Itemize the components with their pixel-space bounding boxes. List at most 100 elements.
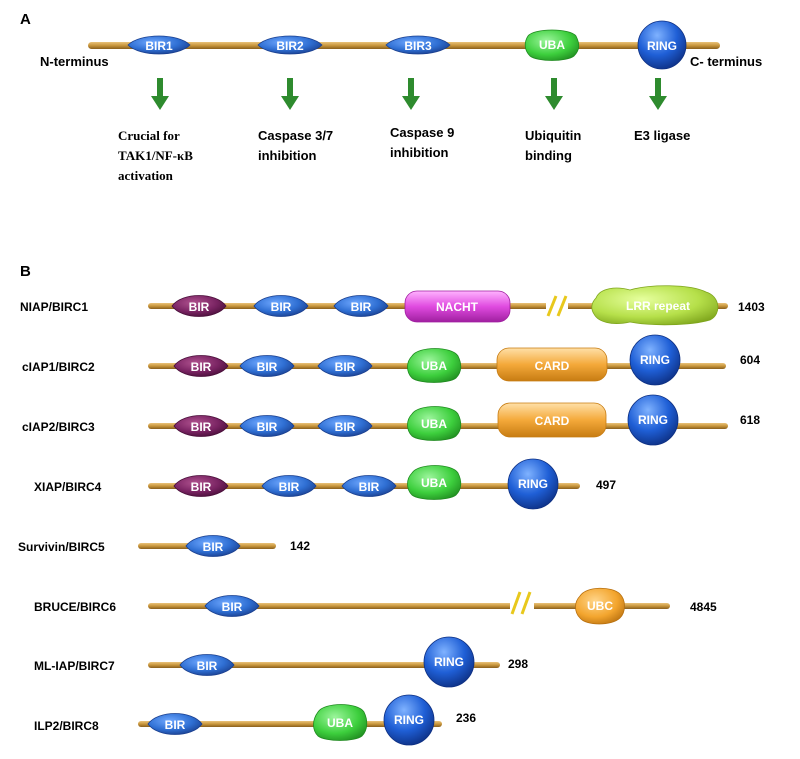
protein-row-birc1: NIAP/BIRC1 BIR BIR BIR NACHT LRR repeat … — [20, 285, 765, 326]
sequence-break-icon — [510, 591, 534, 615]
svg-text:UBA: UBA — [421, 476, 447, 490]
svg-text:CARD: CARD — [535, 414, 570, 428]
svg-text:BIR: BIR — [197, 659, 218, 673]
arrow-bir2 — [281, 78, 299, 110]
backbone — [148, 603, 670, 609]
domain-bir3: BIR3 — [385, 35, 451, 55]
protein-row-birc6: BRUCE/BIRC6 BIR UBC 4845 — [34, 587, 717, 625]
domain-bir: BIR — [333, 295, 389, 317]
protein-name: XIAP/BIRC4 — [34, 480, 102, 494]
domain-bir2: BIR2 — [257, 35, 323, 55]
domain-bir: BIR — [317, 415, 373, 437]
n-terminus-label: N-terminus — [40, 54, 109, 69]
protein-length: 604 — [740, 353, 760, 367]
domain-ubc: UBC — [575, 587, 625, 625]
svg-text:UBA: UBA — [421, 417, 447, 431]
panel-a-label: A — [20, 11, 31, 28]
domain-uba: UBA — [407, 348, 462, 383]
panel-b-label: B — [20, 263, 31, 280]
domain-bir: BIR — [179, 654, 235, 676]
svg-text:BIR: BIR — [222, 600, 243, 614]
protein-length: 618 — [740, 413, 760, 427]
domain-bir: BIR — [341, 475, 397, 497]
svg-text:RING: RING — [518, 477, 548, 491]
protein-length: 142 — [290, 539, 310, 553]
protein-length: 1403 — [738, 300, 765, 314]
domain-bir: BIR — [147, 713, 203, 735]
domain-bir3-label: BIR3 — [404, 39, 432, 53]
domain-card: CARD — [496, 347, 608, 382]
svg-text:LRR repeat: LRR repeat — [626, 299, 690, 313]
protein-length: 4845 — [690, 600, 717, 614]
svg-text:BIR: BIR — [359, 480, 380, 494]
domain-ring-label: RING — [647, 39, 677, 53]
protein-name: cIAP1/BIRC2 — [22, 360, 95, 374]
domain-uba: UBA — [524, 29, 580, 61]
domain-bir1-label: BIR1 — [145, 39, 173, 53]
protein-length: 298 — [508, 657, 528, 671]
protein-row-birc4: XIAP/BIRC4 BIR BIR BIR UBA RING 497 — [34, 458, 616, 510]
svg-text:BIR: BIR — [279, 480, 300, 494]
domain-bir: BIR — [173, 475, 229, 497]
protein-row-birc8: ILP2/BIRC8 BIR UBA RING 236 — [34, 694, 476, 746]
domain-bir: BIR — [185, 535, 241, 557]
domain-uba: UBA — [407, 406, 462, 441]
domain-bir1: BIR1 — [127, 35, 191, 55]
arrow-uba — [545, 78, 563, 110]
backbone — [148, 662, 500, 668]
svg-text:BIR: BIR — [191, 420, 212, 434]
svg-text:BIR: BIR — [189, 300, 210, 314]
svg-text:BIR: BIR — [335, 360, 356, 374]
domain-ring: RING — [627, 394, 679, 446]
domain-bir: BIR — [173, 415, 229, 437]
svg-text:UBA: UBA — [421, 359, 447, 373]
protein-row-birc2: cIAP1/BIRC2 BIR BIR BIR UBA CARD RING 60… — [22, 334, 760, 386]
domain-bir: BIR — [171, 295, 227, 317]
domain-ring: RING — [383, 694, 435, 746]
domain-bir: BIR — [261, 475, 317, 497]
domain-ring: RING — [629, 334, 681, 386]
domain-bir: BIR — [239, 415, 295, 437]
protein-name: NIAP/BIRC1 — [20, 300, 88, 314]
svg-text:BIR: BIR — [271, 300, 292, 314]
svg-text:BIR: BIR — [191, 480, 212, 494]
domain-bir: BIR — [173, 355, 229, 377]
svg-text:RING: RING — [394, 713, 424, 727]
function-bir3: Caspase 9 inhibition — [390, 125, 458, 160]
domain-lrr-repeat: LRR repeat — [591, 285, 719, 326]
function-uba: Ubiquitin binding — [525, 128, 585, 163]
protein-length: 236 — [456, 711, 476, 725]
protein-name: ILP2/BIRC8 — [34, 719, 99, 733]
sequence-break-icon — [546, 295, 568, 317]
protein-row-birc7: ML-IAP/BIRC7 BIR RING 298 — [34, 636, 528, 688]
function-bir2: Caspase 3/7 inhibition — [258, 128, 337, 163]
svg-text:RING: RING — [638, 413, 668, 427]
protein-name: Survivin/BIRC5 — [18, 540, 105, 554]
svg-text:BIR: BIR — [335, 420, 356, 434]
svg-text:BIR: BIR — [257, 360, 278, 374]
protein-name: ML-IAP/BIRC7 — [34, 659, 115, 673]
protein-row-birc5: Survivin/BIRC5 BIR 142 — [18, 535, 310, 557]
svg-text:BIR: BIR — [165, 718, 186, 732]
protein-row-birc3: cIAP2/BIRC3 BIR BIR BIR UBA CARD RING 61… — [22, 394, 760, 446]
svg-text:BIR: BIR — [191, 360, 212, 374]
domain-ring: RING — [423, 636, 475, 688]
domain-bir: BIR — [239, 355, 295, 377]
domain-bir2-label: BIR2 — [276, 39, 304, 53]
domain-uba: UBA — [313, 704, 368, 741]
protein-name: cIAP2/BIRC3 — [22, 420, 95, 434]
arrow-ring — [649, 78, 667, 110]
c-terminus-label: C- terminus — [690, 54, 762, 69]
domain-bir: BIR — [317, 355, 373, 377]
svg-text:BIR: BIR — [203, 540, 224, 554]
domain-card: CARD — [497, 402, 607, 438]
function-ring: E3 ligase — [634, 128, 690, 143]
function-bir1: Crucial for TAK1/NF-κB activation — [118, 128, 196, 183]
svg-text:NACHT: NACHT — [436, 300, 479, 314]
domain-uba-label: UBA — [539, 38, 565, 52]
domain-uba: UBA — [407, 465, 462, 500]
domain-nacht: NACHT — [404, 290, 511, 323]
svg-text:UBC: UBC — [587, 599, 613, 613]
svg-text:BIR: BIR — [257, 420, 278, 434]
